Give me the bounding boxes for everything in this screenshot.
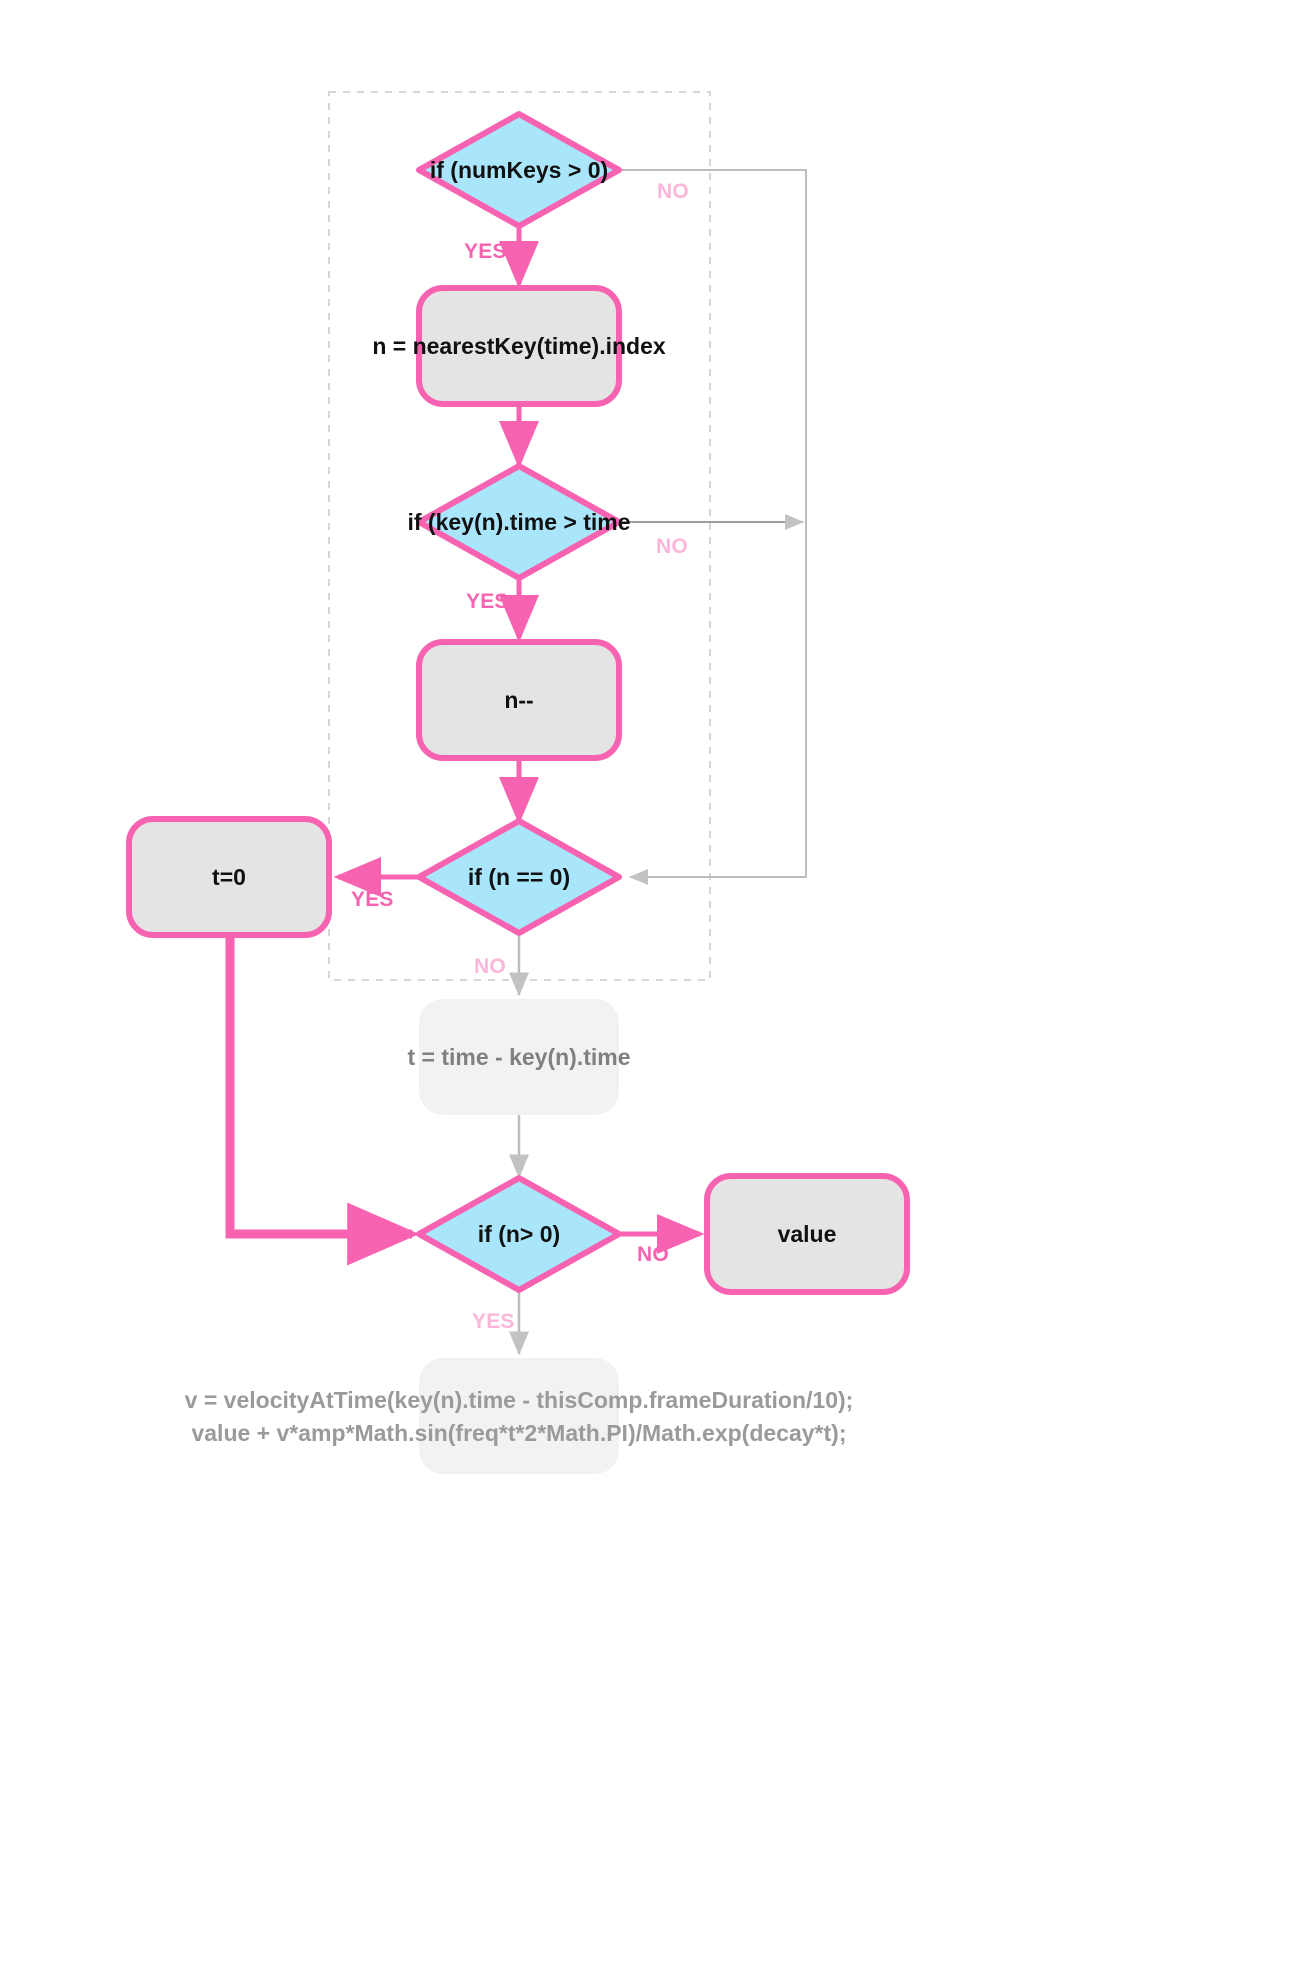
edge-numkeys-no <box>619 169 807 885</box>
decision-n-greater-zero[interactable] <box>416 1175 622 1293</box>
process-nearestkey[interactable] <box>416 285 622 407</box>
edge-label-neq0-no: NO <box>474 955 506 978</box>
edge-label-keytime-yes: YES <box>466 590 509 613</box>
edge-label-keytime-no: NO <box>656 535 688 558</box>
decision-n-equals-zero[interactable] <box>416 818 622 936</box>
edge-label-numkeys-no: NO <box>657 180 689 203</box>
process-ndecrement[interactable] <box>416 639 622 761</box>
decision-keytime[interactable] <box>416 463 622 581</box>
process-value[interactable] <box>704 1173 910 1295</box>
edge-label-neq0-yes: YES <box>351 888 394 911</box>
edge-label-ngt0-no: NO <box>637 1243 669 1266</box>
process-t-zero[interactable] <box>126 816 332 938</box>
edge-label-ngt0-yes: YES <box>472 1310 515 1333</box>
edge-t0-to-ngt0 <box>225 932 420 1266</box>
decision-numkeys[interactable] <box>416 111 622 229</box>
edge-label-numkeys-yes: YES <box>464 240 507 263</box>
process-formula[interactable] <box>419 1358 619 1474</box>
process-t-calc[interactable] <box>419 999 619 1115</box>
